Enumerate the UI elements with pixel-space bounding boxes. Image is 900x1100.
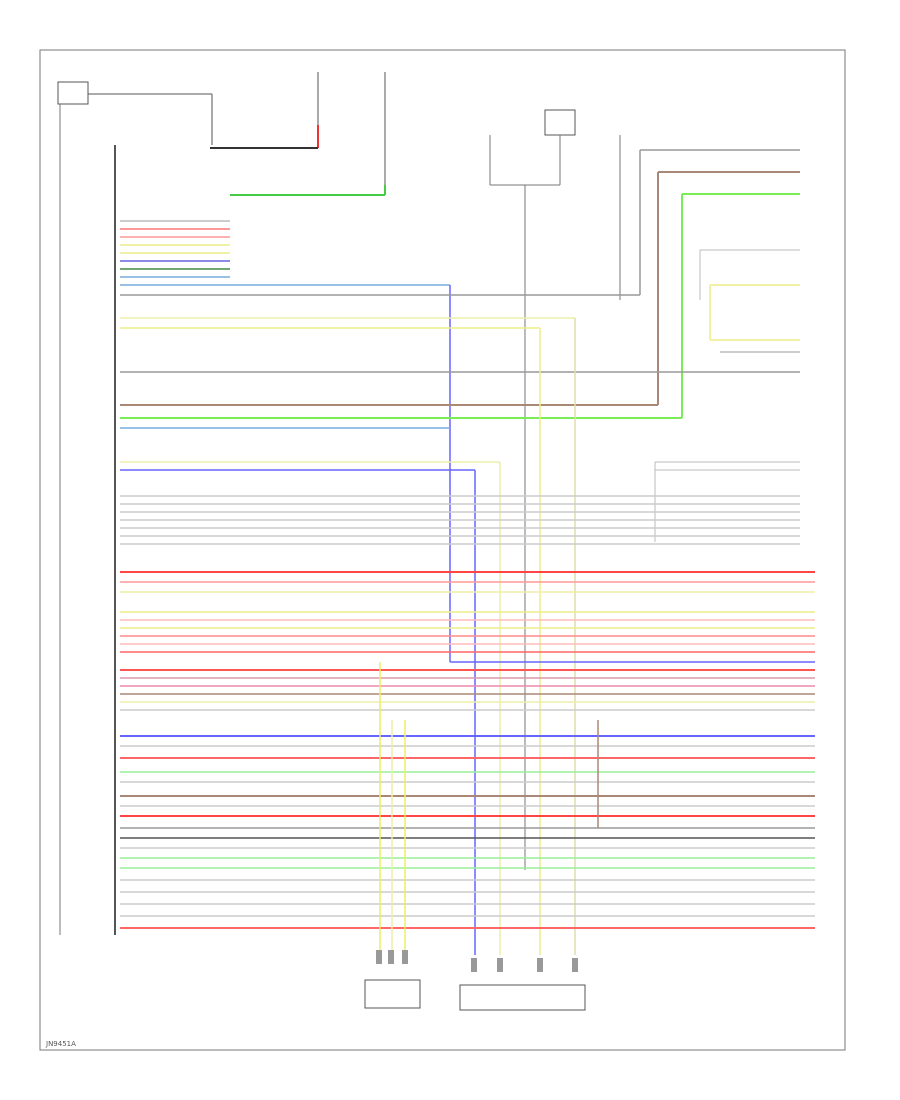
right-feeds	[120, 171, 800, 955]
grey-wire-block	[120, 495, 800, 545]
bottom-left-sensor	[364, 979, 421, 1009]
bottom-right-sensor	[459, 984, 586, 1011]
top-center-sensors	[489, 109, 621, 870]
left-sensor-drops	[379, 662, 599, 955]
diagram-border	[39, 49, 846, 1051]
page-code: JN9451A	[45, 1040, 76, 1048]
connector-marks	[376, 950, 578, 972]
lower-wire-bus	[120, 571, 815, 929]
top-left-switch	[57, 81, 213, 935]
upper-wire-group	[120, 149, 800, 662]
fuse-block-top	[210, 72, 386, 196]
